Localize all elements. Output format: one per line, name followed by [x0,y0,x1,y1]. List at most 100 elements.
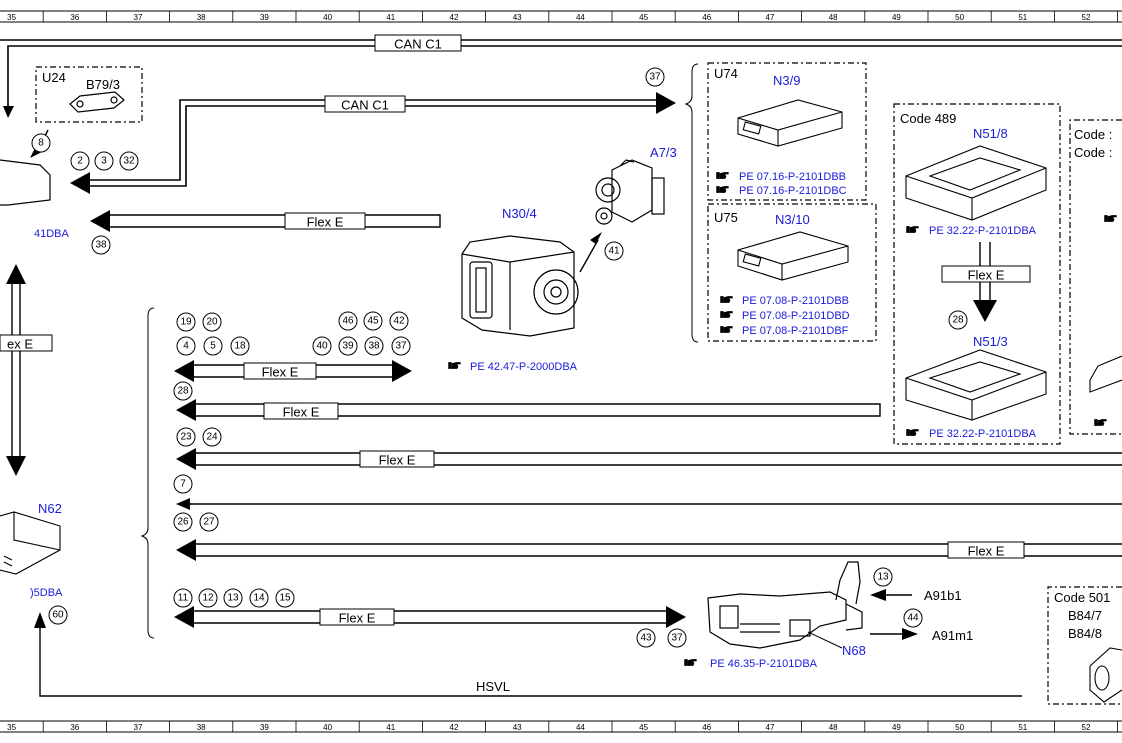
n62-label: N62 [38,501,62,516]
a7-3-valve [595,159,665,225]
n68-steering-unit [707,561,863,649]
marker-23: 23 [176,427,196,447]
b79-3-sensor [69,91,125,113]
marker-42: 42 [389,311,409,331]
hsvl-label: HSVL [476,679,510,694]
flex-e-bus-6 [194,610,668,624]
marker-27: 27 [199,512,219,532]
flex-e-bus-1 [108,214,441,228]
ref-hand-icon [906,429,919,436]
grid-column-label: 49 [892,723,901,732]
grid-column-label: 36 [70,723,79,732]
marker-38: 38 [364,336,384,356]
grid-column-label: 45 [639,723,648,732]
grid-column-label: 37 [134,723,143,732]
can-c1-mid-label: CAN C1 [341,98,389,113]
ref-hand-icon [720,326,733,333]
marker-number: 12 [202,593,214,604]
marker-number: 18 [234,341,246,352]
can-c1-mid-bus [88,99,660,187]
can-c1-top-label-box [374,34,462,52]
flex-e-bus-3-label: Flex E [283,405,320,420]
marker-number: 2 [77,156,83,167]
flex-e-bus-2-arrow-left [174,360,194,382]
flex-e-n51-label-box [941,265,1031,283]
n30-4-ref: PE 42.47-P-2000DBA [470,361,578,373]
cut-module [1089,355,1122,393]
grid-column-label: 51 [1018,13,1027,22]
n51-3-ecu [905,349,1047,421]
n51-8-ecu [905,145,1047,221]
bus-7-arrow [176,498,190,510]
marker-number: 7 [180,479,186,490]
grid-column-label: 44 [576,723,585,732]
marker-45: 45 [363,311,383,331]
grid-column-label: 44 [576,13,585,22]
flex-e-bus-4-label: Flex E [379,453,416,468]
n30-4-label: N30/4 [502,206,537,221]
b84-7-label: B84/7 [1068,608,1102,623]
code-cut-1: Code : [1074,127,1112,142]
marker-46: 46 [338,311,358,331]
marker-number: 32 [123,156,135,167]
code501-label: Code 501 [1054,590,1110,605]
ref-hand-icon [448,362,461,369]
grid-column-label: 42 [450,723,459,732]
b84-8-label: B84/8 [1068,626,1102,641]
grid-column-label: 46 [702,13,711,22]
flex-e-bus-1-arrow [90,210,110,232]
marker-number: 5 [210,341,216,352]
marker-number: 37 [395,341,407,352]
marker-37: 37 [667,628,687,648]
n3-9-ecu [737,99,843,147]
marker-number: 60 [52,610,64,621]
grid-column-label: 43 [513,723,522,732]
grid-column-label: 38 [197,13,206,22]
flex-e-bus-2-label-box [243,362,317,380]
marker-15: 15 [275,588,295,608]
code489-label: Code 489 [900,111,956,126]
grid-column-label: 38 [197,723,206,732]
marker-13: 13 [223,588,243,608]
marker-number: 11 [178,593,189,604]
left-ref-1: 41DBA [34,228,70,240]
grid-column-label: 43 [513,13,522,22]
flex-e-bus-2-label: Flex E [262,365,299,380]
marker-14: 14 [249,588,269,608]
grid-column-label: 52 [1082,13,1091,22]
u24-label: U24 [42,70,66,85]
n68-pointer [807,631,843,649]
u75-label: U75 [714,210,738,225]
marker-number: 8 [38,138,44,149]
n3-9-label: N3/9 [773,73,800,88]
code489-box [893,103,1061,445]
marker-3: 3 [94,151,114,171]
ref-hand-icon [716,186,729,193]
marker-number: 26 [177,517,189,528]
u74-label: U74 [714,66,738,81]
left-module [0,159,51,206]
marker-number: 4 [183,341,189,352]
marker-number: 40 [316,341,328,352]
grid-column-label: 52 [1082,723,1091,732]
flex-e-bus-5-arrow [176,539,196,561]
grid-column-label: 40 [323,13,332,22]
marker-number: 3 [101,156,107,167]
flex-e-n51-arrow [973,300,997,322]
marker-41-arrow [579,239,599,273]
grid-column-label: 48 [829,13,838,22]
marker-number: 28 [952,315,964,326]
marker-2: 2 [70,151,90,171]
marker-number: 38 [368,341,380,352]
grid-column-label: 41 [386,13,395,22]
marker-number: 37 [671,633,683,644]
ref-hand-icon [716,172,729,179]
can-c1-top-arrow [3,106,14,118]
grid-column-label: 42 [450,13,459,22]
flex-e-left-arrow-up [6,264,26,284]
ref-hand-icon [720,311,733,318]
grid-column-label: 45 [639,13,648,22]
flex-e-bus-2-arrow-right [392,360,412,382]
